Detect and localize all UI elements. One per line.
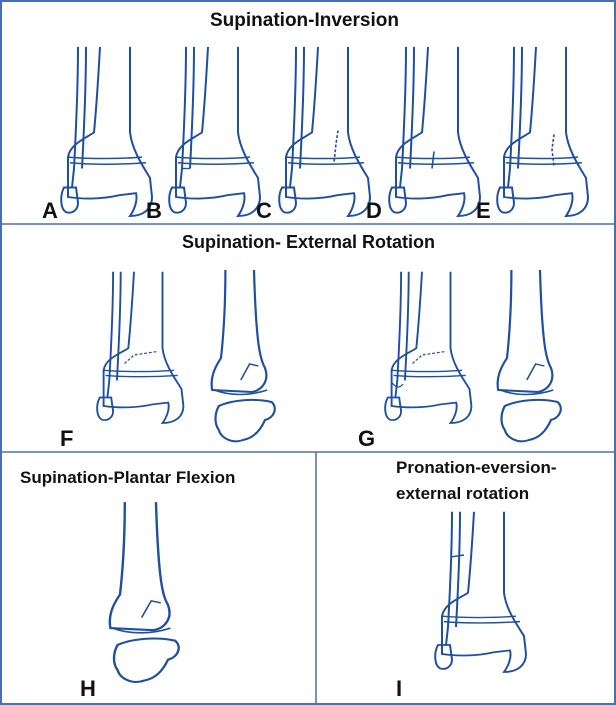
title-supination-plantar-flexion: Supination-Plantar Flexion bbox=[20, 468, 235, 488]
label-e: E bbox=[476, 198, 491, 224]
ankle-drawing-f-front bbox=[97, 272, 183, 423]
title-supination-inversion: Supination-Inversion bbox=[210, 10, 399, 32]
ankle-drawing-h bbox=[110, 502, 179, 682]
label-c: C bbox=[256, 198, 272, 224]
ankle-drawing-i bbox=[435, 512, 526, 672]
title-pronation-eversion-line2: external rotation bbox=[396, 484, 529, 504]
ankle-drawing-a bbox=[61, 47, 152, 216]
label-i: I bbox=[396, 676, 402, 702]
ankle-drawing-e bbox=[497, 47, 588, 216]
label-b: B bbox=[146, 198, 162, 224]
title-supination-external-rotation: Supination- External Rotation bbox=[182, 232, 435, 253]
label-d: D bbox=[366, 198, 382, 224]
label-g: G bbox=[358, 426, 375, 452]
label-h: H bbox=[80, 676, 96, 702]
ankle-drawing-c bbox=[279, 47, 370, 216]
ankle-drawing-b bbox=[169, 47, 260, 216]
ankle-drawing-f-lateral bbox=[212, 270, 275, 441]
label-a: A bbox=[42, 198, 58, 224]
ankle-drawing-g-front bbox=[385, 272, 471, 423]
title-pronation-eversion-line1: Pronation-eversion- bbox=[396, 458, 557, 478]
label-f: F bbox=[60, 426, 73, 452]
ankle-drawing-d bbox=[389, 47, 480, 216]
ankle-drawing-g-lateral bbox=[498, 270, 561, 441]
